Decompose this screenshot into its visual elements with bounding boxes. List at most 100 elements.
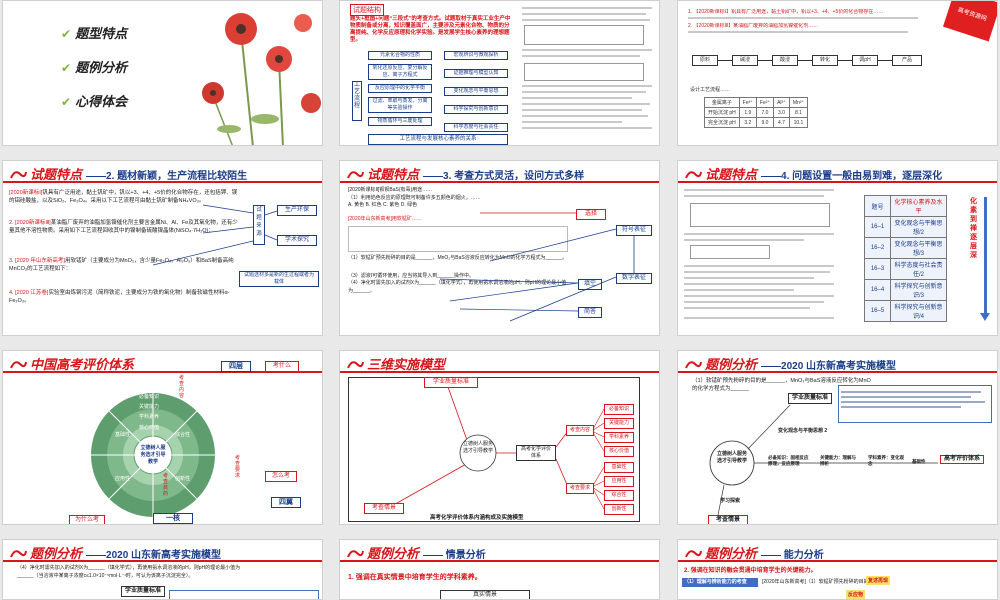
explore-label: 学习探索: [720, 498, 741, 504]
slide-header: 试题特点——3. 考查方式灵活，设问方式多样: [340, 161, 659, 183]
question-line: 1. 【2020新课标Ⅰ】钒具有广泛用途，黏土钒矿中，钒以+3、+4、+5价的化…: [688, 9, 884, 15]
item-box: 基础性: [604, 462, 634, 473]
ring-label: 应用性: [115, 476, 131, 482]
intro-text: 题头+框图+问题“三段式”的考查方式。试题取材于真实工业生产中物质制备或分离，知…: [350, 16, 511, 43]
slide-header: 试题特点——4. 问题设置一般由易到难，逐层深化: [678, 161, 997, 183]
slide-title: 题例分析: [705, 357, 758, 372]
element-list-right: 宏观辨识与微观探析 证据推理与模型认知 变化观念与平衡思想 科学探究与创新意识 …: [444, 51, 508, 132]
req-label: 考查要求: [235, 455, 241, 479]
req-box: 考查要求: [566, 483, 594, 494]
wings-label: 四翼: [271, 497, 301, 508]
question-text: [2020新课标Ⅰ]钒具有广泛用途，黏土钒矿中，钒以+3、+4、+5价的化合物存…: [9, 190, 238, 204]
slide-header: 题例分析——2020 山东新高考实施模型: [678, 351, 997, 373]
top-box: 学业质量标准: [424, 377, 478, 388]
swirl-icon: [685, 171, 702, 179]
swirl-icon: [10, 361, 27, 369]
slide-header: 试题特点——2. 题材新颖，生产流程比较陌生: [3, 161, 322, 183]
list-item: 过滤、萃取与蒸发、分离等实验操作: [368, 97, 432, 113]
ring-label: 核心价值: [139, 425, 160, 431]
slide-subtitle: ——2020 山东新高考实施模型: [761, 361, 897, 372]
slide-thumbnail-4[interactable]: 试题特点——2. 题材新颖，生产流程比较陌生 [2020新课标Ⅰ]钒具有广泛用途…: [2, 160, 323, 336]
slide-thumbnail-3[interactable]: 1. 【2020新课标Ⅰ】钒具有广泛用途，黏土钒矿中，钒以+3、+4、+5价的化…: [677, 0, 998, 146]
flower-decoration: [202, 13, 321, 145]
question-line: 2. 【2020新课标Ⅲ】某油脂厂废弃的油脂加氢镍催化剂……: [688, 23, 819, 29]
slide-title: 题例分析: [30, 546, 83, 561]
question-text: [2020年山东新高考]（1）软锰矿预先粉碎的目的是: [762, 579, 874, 585]
check-icon: ✔: [61, 95, 72, 109]
answer-tag: 复述再现: [866, 576, 891, 585]
ring-label: 学科素养: [139, 414, 160, 420]
tag-short: 简答: [578, 307, 602, 318]
ring-label: 必备知识: [139, 394, 160, 400]
list-item: 氧化还原反应、复分解反应、离子方程式: [368, 64, 432, 80]
item-box: 应用性: [604, 476, 634, 487]
layers-label: 四层: [221, 361, 251, 372]
slide-subtitle: ——2. 题材新颖，生产流程比较陌生: [86, 171, 248, 182]
core-label: 一核: [153, 513, 193, 524]
slide-thumbnail-6[interactable]: 试题特点——4. 问题设置一般由易到难，逐层深化 题号化学核心素养及水平 16–…: [677, 160, 998, 336]
slide-header: 题例分析——2020 山东新高考实施模型: [3, 540, 322, 562]
section-heading: 试题结构: [350, 4, 384, 16]
slide-header: 三维实施模型: [340, 351, 659, 373]
ring-label: 创新性: [175, 476, 191, 482]
swirl-icon: [347, 550, 364, 558]
purpose-label: 考查目的: [163, 473, 169, 497]
slide-thumbnail-1[interactable]: ✔题型特点 ✔题例分析 ✔心得体会: [2, 0, 323, 146]
list-item: 物质循环与三废处理: [368, 117, 432, 126]
mid-box: 高考化学评价体系: [516, 445, 556, 461]
tag-data: 数字表征: [616, 273, 652, 284]
slide-title: 题例分析: [367, 546, 420, 561]
model-caption: 高考化学评价体系内涵构成及实施模型: [430, 515, 524, 521]
agenda-item: ✔题型特点: [61, 26, 128, 41]
slide-title: 试题特点: [705, 167, 758, 182]
check-icon: ✔: [61, 27, 72, 41]
slide-title: 三维实施模型: [367, 357, 446, 372]
question-block: [2020新课标Ⅱ]钡钡BaS(有毒)用途…… （1）利用焰色反应的原理既可制备…: [348, 187, 568, 294]
list-item: 宏观辨识与微观探析: [444, 51, 508, 60]
core-text: 立德树人服务选才引导教学: [716, 451, 747, 464]
slide-subtitle: ——2020 山东新高考实施模型: [86, 550, 222, 561]
list-item: 证据推理与模型认知: [444, 69, 508, 78]
slide-thumbnail-11[interactable]: 题例分析—— 情景分析 1. 强调在真实情景中培育学生的学科素养。 真实情景: [339, 539, 660, 600]
slide-thumbnail-8[interactable]: 三维实施模型 学业质量标准 立德树人服务选才引导教学 高考化学评价体系 考查内容…: [339, 350, 660, 525]
slide-header: 中国高考评价体系: [3, 351, 322, 373]
slide-thumbnail-5[interactable]: 试题特点——3. 考查方式灵活，设问方式多样 [2020新课标Ⅱ]钡钡BaS(有…: [339, 160, 660, 336]
question-text: 3. [2020 年山东新高考]用软锰矿（主要成分为MnO₂，含少量Fe₃O₄、…: [9, 258, 234, 272]
tag-fill: 填空: [578, 279, 602, 290]
evaluation-system-diagram: [91, 393, 215, 517]
core-text: 立德树人服务选才引导教学: [140, 445, 166, 465]
slide-thumbnail-2[interactable]: 试题结构 题头+框图+问题“三段式”的考查方式。试题取材于真实工业生产中物质制备…: [339, 0, 660, 146]
agenda-list: ✔题型特点 ✔题例分析 ✔心得体会: [61, 23, 127, 111]
element-list-left: 元素化合物的性质 氧化还原反应、复分解反应、离子方程式 反应原理中的化学平衡 过…: [368, 51, 432, 126]
tag-production: 生产环保: [277, 205, 317, 216]
what-label: 考什么: [265, 361, 299, 372]
swirl-icon: [685, 550, 702, 558]
agenda-item: ✔心得体会: [61, 94, 128, 109]
list-item: 科学探究与创新意识: [444, 105, 508, 114]
item-box: 学科素养: [604, 432, 634, 443]
bottom-box: 考查情景: [364, 503, 404, 514]
side-vertical-text: 化素到禅 逐层深: [970, 198, 977, 259]
center-text: 立德树人服务选才引导教学: [462, 441, 493, 454]
agenda-item: ✔题例分析: [61, 60, 128, 75]
swirl-icon: [10, 550, 27, 558]
key-point: 1. 强调在真实情景中培育学生的学科素养。: [348, 574, 482, 581]
slide-thumbnail-10[interactable]: 题例分析——2020 山东新高考实施模型 （4）净化时需先加入的试剂X为____…: [2, 539, 323, 600]
ring-label: 基础性: [115, 432, 131, 438]
slide-thumbnail-12[interactable]: 题例分析—— 能力分析 2. 强调在知识的融会贯通中培育学生的关键能力。 （1）…: [677, 539, 998, 600]
chain-label: 关键能力：理解与辨析: [820, 455, 856, 466]
how-label: 怎么考: [265, 471, 297, 482]
slide-header: 题例分析—— 情景分析: [340, 540, 659, 562]
slide-title: 中国高考评价体系: [30, 357, 135, 372]
chain-label: 基础性: [912, 459, 926, 464]
scene-box: 考查情景: [708, 515, 748, 524]
tag-research: 学术探究: [277, 235, 317, 246]
swirl-icon: [10, 171, 27, 179]
slide-thumbnail-9[interactable]: 题例分析——2020 山东新高考实施模型 （1）软锰矿预先粉碎的目的是_____…: [677, 350, 998, 525]
standard-box: 学业质量标准: [788, 393, 832, 404]
question-text: （1）软锰矿预先粉碎的目的是______，MnO₂与BaS溶液反应转化为MnO的…: [692, 378, 871, 392]
slide-thumbnail-7[interactable]: 中国高考评价体系 立德树人服务选才引导教学 必备知识 关键能力 学科素养 核心价…: [2, 350, 323, 525]
